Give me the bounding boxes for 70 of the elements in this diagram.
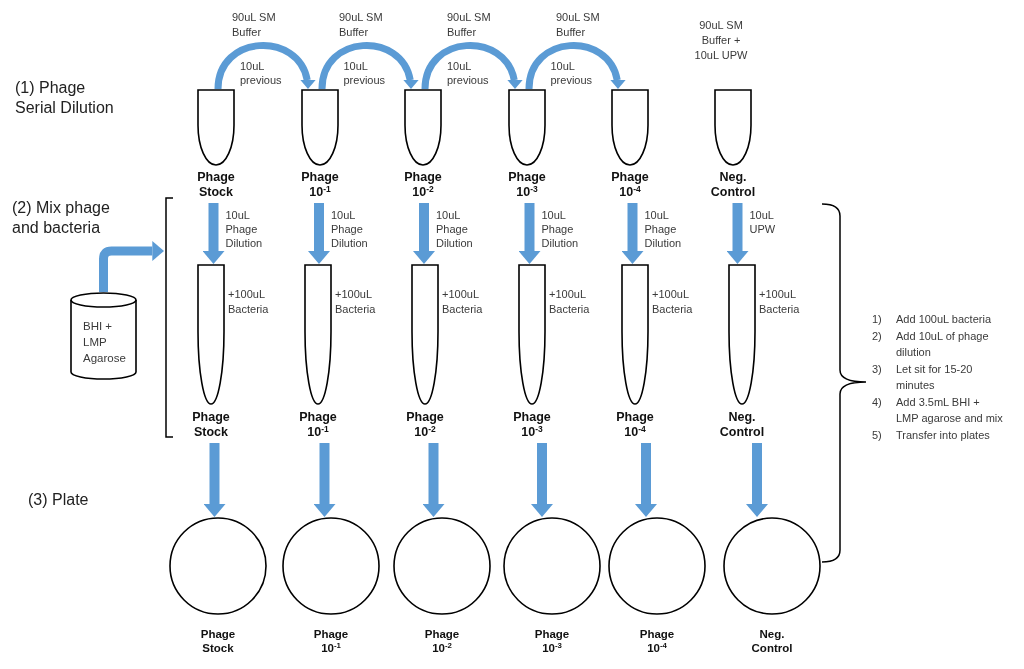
volume-note: 90uL SM Buffer xyxy=(339,10,384,40)
arrow xyxy=(421,42,522,90)
tube-label: Phage 10$^{-3}$ xyxy=(512,410,552,440)
arrow xyxy=(308,203,330,264)
volume-note: 90uL SM Buffer xyxy=(556,10,601,40)
volume-note: +100uL Bacteria xyxy=(549,287,591,317)
dish-label: Phage 10$^{-2}$ xyxy=(423,627,461,655)
volume-note: 90uL SM Buffer + 10uL UPW xyxy=(693,18,749,63)
tube-label: Neg. Control xyxy=(709,170,757,200)
arrow xyxy=(99,241,164,292)
edge-label: 10uL Phage Dilution xyxy=(541,208,580,250)
container-label: BHI + LMP Agarose xyxy=(83,319,127,366)
tube-label: Phage 10$^{-1}$ xyxy=(300,170,340,200)
arrow xyxy=(422,443,445,517)
tube-label: Phage 10$^{-1}$ xyxy=(298,410,338,440)
volume-note: 90uL SM Buffer xyxy=(232,10,277,40)
edge-label: 10uL previous xyxy=(447,59,490,87)
dish-label: Phage 10$^{-4}$ xyxy=(638,627,676,655)
edge-label: 10uL previous xyxy=(240,59,283,87)
edge-label: 10uL previous xyxy=(550,59,594,87)
step-text: Transfer into plates xyxy=(896,428,991,443)
volume-note: +100uL Bacteria xyxy=(652,287,694,317)
arrow xyxy=(313,443,336,517)
edge-label: 10uL Phage Dilution xyxy=(331,208,369,250)
arrow xyxy=(621,203,644,264)
tube-label: Phage Stock xyxy=(196,170,236,200)
edge-label: 10uL UPW xyxy=(749,208,777,236)
arrow xyxy=(413,203,435,264)
edge-label: 10uL previous xyxy=(343,59,387,87)
tube-label: Phage 10$^{-4}$ xyxy=(610,170,650,200)
arrow xyxy=(518,203,541,264)
arrow xyxy=(635,443,657,517)
tube-label: Neg. Control xyxy=(718,410,766,440)
section-title: (3) Plate xyxy=(28,490,90,510)
dish-label: Phage 10$^{-1}$ xyxy=(312,627,350,655)
tube-label: Phage 10$^{-2}$ xyxy=(403,170,443,200)
volume-note: +100uL Bacteria xyxy=(335,287,377,317)
section-title: (2) Mix phage and bacteria xyxy=(12,198,111,238)
step-number: 4) xyxy=(872,395,883,410)
volume-note: +100uL Bacteria xyxy=(759,287,801,317)
arrow xyxy=(202,203,225,264)
dish-label: Neg. Control xyxy=(750,627,794,655)
volume-note: +100uL Bacteria xyxy=(442,287,484,317)
step-number: 2) xyxy=(872,329,883,344)
volume-note: +100uL Bacteria xyxy=(228,287,270,317)
tube-label: Phage 10$^{-4}$ xyxy=(615,410,655,440)
edge-label: 10uL Phage Dilution xyxy=(225,208,264,250)
step-text: Add 100uL bacteria xyxy=(896,312,992,327)
arrow xyxy=(531,443,553,517)
tube-label: Phage 10$^{-3}$ xyxy=(507,170,547,200)
step-text: Add 3.5mL BHI + LMP agarose and mix xyxy=(896,395,1004,426)
edge-label: 10uL Phage Dilution xyxy=(436,208,474,250)
arrow xyxy=(318,42,418,90)
step-number: 5) xyxy=(872,428,883,443)
step-text: Let sit for 15-20 minutes xyxy=(896,362,974,393)
tube-label: Phage 10$^{-2}$ xyxy=(405,410,445,440)
arrow xyxy=(214,42,315,90)
tube-label: Phage Stock xyxy=(191,410,231,440)
step-number: 3) xyxy=(872,362,883,377)
arrow xyxy=(203,443,226,517)
arrow xyxy=(525,42,625,90)
step-text: Add 10uL of phage dilution xyxy=(896,329,990,360)
arrow xyxy=(726,203,749,264)
section-title: (1) Phage Serial Dilution xyxy=(15,78,115,118)
dish-label: Phage Stock xyxy=(199,627,237,655)
dish-label: Phage 10$^{-3}$ xyxy=(533,627,571,655)
step-number: 1) xyxy=(872,312,883,327)
edge-label: 10uL Phage Dilution xyxy=(644,208,683,250)
volume-note: 90uL SM Buffer xyxy=(447,10,492,40)
arrow xyxy=(746,443,768,517)
